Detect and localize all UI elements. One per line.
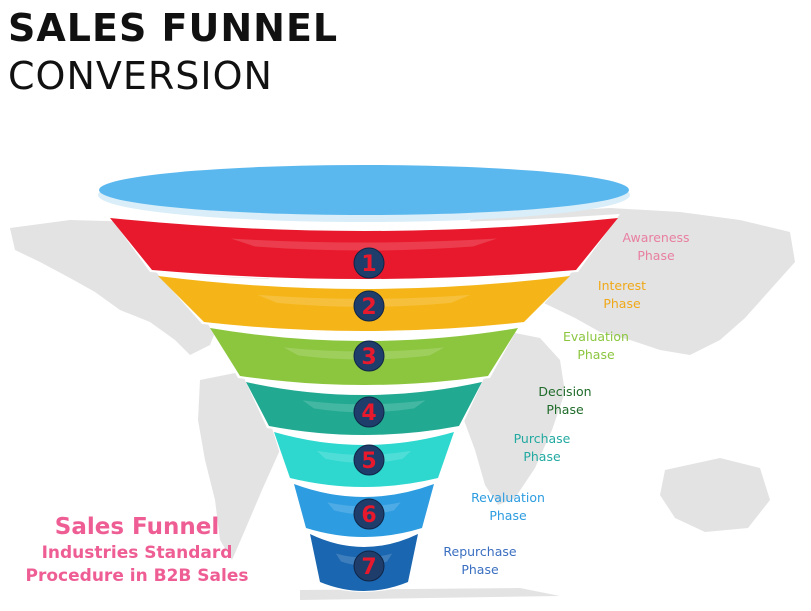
phase-label-line2: Phase	[489, 508, 527, 523]
phase-label-line1: Decision	[538, 384, 592, 399]
badge-number: 6	[361, 503, 376, 528]
badge-circle	[353, 247, 385, 279]
phase-label-line2: Phase	[577, 347, 615, 362]
funnel-badge-2: 2	[353, 290, 385, 322]
badge-number: 3	[361, 345, 376, 370]
phase-label-line2: Phase	[637, 248, 675, 263]
phase-label-line2: Phase	[546, 402, 584, 417]
map-australia	[660, 458, 770, 532]
funnel-badge-6: 6	[353, 498, 385, 530]
funnel-badge-5: 5	[353, 444, 385, 476]
phase-label-line2: Phase	[461, 562, 499, 577]
phase-label-line2: Phase	[523, 449, 561, 464]
caption-title: Sales Funnel	[54, 514, 220, 540]
phase-label-line1: Interest	[597, 278, 647, 293]
funnel-badge-7: 7	[353, 550, 385, 582]
funnel-band-highlight	[230, 238, 498, 251]
page-title: SALES FUNNEL	[8, 6, 339, 50]
badge-circle	[353, 340, 385, 372]
badge-number: 1	[361, 252, 376, 277]
phase-label-revaluation: Revaluation Phase	[448, 489, 568, 525]
phase-label-line1: Evaluation	[563, 329, 629, 344]
badge-number: 7	[361, 555, 376, 580]
phase-label-line1: Purchase	[513, 431, 571, 446]
phase-label-evaluation: Evaluation Phase	[536, 328, 656, 364]
phase-label-interest: Interest Phase	[562, 277, 682, 313]
phase-label-decision: Decision Phase	[505, 383, 625, 419]
funnel-badge-3: 3	[353, 340, 385, 372]
phase-label-line1: Awareness	[622, 230, 690, 245]
badge-circle	[353, 396, 385, 428]
funnel-badges: 1 2 3 4 5 6 7	[353, 247, 385, 582]
badge-number: 2	[361, 295, 376, 320]
badge-number: 5	[361, 449, 376, 474]
badge-circle	[353, 290, 385, 322]
caption-line2: Procedure in B2B Sales	[25, 566, 249, 586]
phase-label-awareness: Awareness Phase	[596, 229, 716, 265]
phase-label-line1: Repurchase	[443, 544, 517, 559]
phase-label-line1: Revaluation	[471, 490, 545, 505]
caption-line1: Industries Standard	[41, 543, 233, 563]
badge-circle	[353, 550, 385, 582]
phase-label-purchase: Purchase Phase	[482, 430, 602, 466]
phase-label-repurchase: Repurchase Phase	[420, 543, 540, 579]
phase-label-line2: Phase	[603, 296, 641, 311]
badge-circle	[353, 498, 385, 530]
map-antarctica	[300, 588, 560, 600]
badge-circle	[353, 444, 385, 476]
title-block: SALES FUNNEL CONVERSION	[8, 4, 338, 100]
caption-block: Sales Funnel Industries Standard Procedu…	[12, 512, 262, 588]
badge-number: 4	[361, 401, 376, 426]
funnel-badge-4: 4	[353, 396, 385, 428]
funnel-badge-1: 1	[353, 247, 385, 279]
funnel-rim-top	[99, 165, 629, 215]
page-subtitle: CONVERSION	[8, 54, 273, 98]
